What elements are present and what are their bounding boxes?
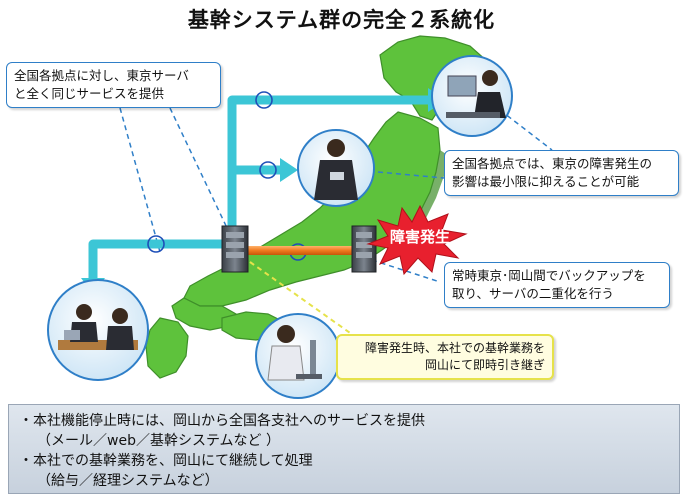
summary-line: ・本社での基幹業務を、岡山にて継続して処理 bbox=[19, 453, 313, 469]
diagram-title: 基幹システム群の完全２系統化 bbox=[187, 8, 496, 32]
person-circle-middle bbox=[297, 129, 375, 207]
callout-impact-minimized: 全国各拠点では、東京の障害発生の 影響は最小限に抑えることが可能 bbox=[444, 150, 679, 196]
callout-line: 常時東京･岡山間でバックアップを bbox=[452, 268, 646, 283]
callout-line: 全国各拠点に対し、東京サーバ bbox=[14, 68, 189, 83]
failure-label: 障害発生 bbox=[389, 228, 450, 246]
failure-burst-icon bbox=[366, 204, 468, 276]
callout-line: 影響は最小限に抑えることが可能 bbox=[452, 174, 640, 189]
callout-line: 全国各拠点では、東京の障害発生の bbox=[452, 156, 653, 171]
map-kyushu bbox=[145, 317, 189, 379]
arrow-head-middle bbox=[280, 158, 298, 182]
summary-line: （メール／web／基幹システムなど ） bbox=[37, 433, 280, 449]
backup-link bbox=[248, 246, 358, 255]
callout-line: 岡山にて即時引き継ぎ bbox=[424, 358, 545, 372]
callout-line: 取り、サーバの二重化を行う bbox=[452, 286, 614, 301]
tokyo-server-icon bbox=[351, 225, 377, 273]
dashed-connectors bbox=[119, 107, 553, 283]
summary-line: （給与／経理システムなど） bbox=[37, 473, 219, 489]
map-chugoku bbox=[171, 297, 237, 331]
callout-line: 障害発生時、本社での基幹業務を bbox=[364, 341, 545, 355]
person-circle-bottom-center bbox=[255, 313, 341, 399]
callout-backup-redundancy: 常時東京･岡山間でバックアップを 取り、サーバの二重化を行う bbox=[444, 262, 670, 308]
person-circle-top-right bbox=[431, 55, 513, 137]
callout-failover-okayama: 障害発生時、本社での基幹業務を 岡山にて即時引き継ぎ bbox=[336, 334, 554, 380]
yellow-dashed-connector bbox=[249, 261, 361, 341]
callout-line: と全く同じサービスを提供 bbox=[14, 86, 165, 101]
service-arrows bbox=[88, 95, 430, 280]
person-circle-bottom-left bbox=[47, 279, 149, 381]
callout-service-provision: 全国各拠点に対し、東京サーバ と全く同じサービスを提供 bbox=[6, 62, 221, 108]
summary-box: ・本社機能停止時には、岡山から全国各支社へのサービスを提供 （メール／web／基… bbox=[8, 404, 680, 494]
okayama-server-icon bbox=[221, 225, 249, 273]
summary-line: ・本社機能停止時には、岡山から全国各支社へのサービスを提供 bbox=[19, 413, 425, 429]
